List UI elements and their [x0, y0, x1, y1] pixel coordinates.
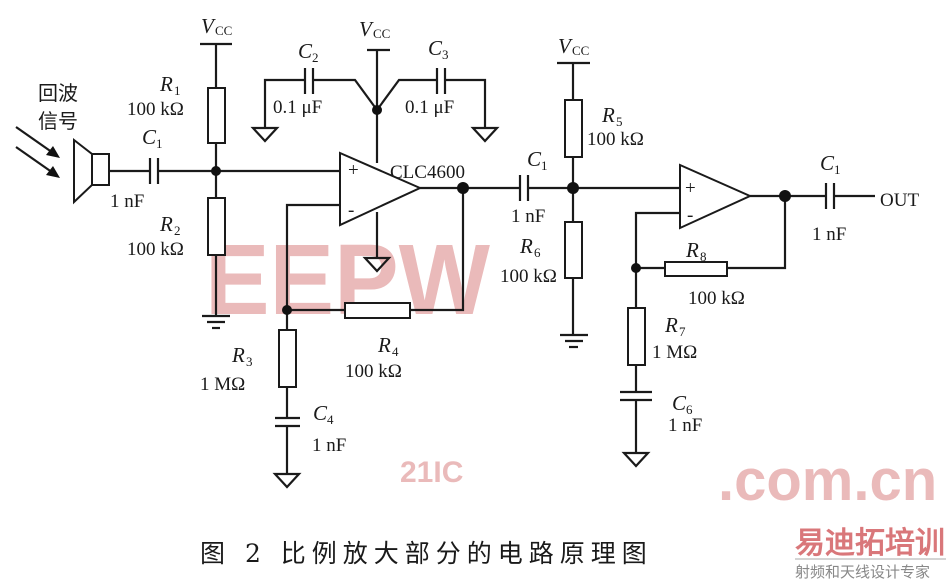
svg-text:V: V	[359, 17, 374, 41]
incoming-signal-arrows-icon	[15, 126, 60, 178]
svg-text:C: C	[298, 39, 313, 63]
svg-text:0.1 μF: 0.1 μF	[273, 97, 322, 118]
resistor-r6	[564, 221, 583, 279]
svg-text:C: C	[428, 36, 443, 60]
svg-text:CC: CC	[572, 43, 589, 58]
svg-text:6: 6	[534, 245, 541, 260]
opamp-clc4600	[339, 151, 423, 227]
svg-text:V: V	[558, 34, 573, 58]
out-label: OUT	[880, 190, 919, 211]
svg-text:4: 4	[392, 344, 399, 359]
svg-text:7: 7	[679, 324, 686, 339]
svg-text:1: 1	[541, 158, 548, 173]
echo-signal-label-1: 回波	[38, 81, 78, 105]
svg-text:100 kΩ: 100 kΩ	[688, 288, 745, 309]
svg-text:8: 8	[700, 249, 707, 264]
svg-text:1 MΩ: 1 MΩ	[200, 374, 245, 395]
svg-text:4: 4	[327, 412, 334, 427]
resistor-r3	[278, 329, 297, 388]
opamp2-plus: +	[685, 178, 696, 199]
svg-text:1 MΩ: 1 MΩ	[652, 342, 697, 363]
watermark-ic-text: 21IC	[400, 456, 463, 489]
resistor-r2	[207, 197, 226, 256]
resistor-r5	[564, 99, 583, 158]
svg-text:100 kΩ: 100 kΩ	[127, 99, 184, 120]
svg-text:100 kΩ: 100 kΩ	[500, 266, 557, 287]
wires-stage1	[109, 42, 520, 489]
resistor-r4	[344, 302, 411, 319]
svg-text:1: 1	[156, 136, 163, 151]
opamp1-plus: +	[348, 160, 359, 181]
svg-text:R: R	[664, 313, 678, 337]
brand-watermark: 易迪拓培训	[795, 526, 945, 560]
svg-text:R: R	[377, 333, 391, 357]
svg-text:5: 5	[616, 114, 623, 129]
svg-text:100 kΩ: 100 kΩ	[345, 361, 402, 382]
svg-text:R: R	[159, 212, 173, 236]
svg-text:0.1 μF: 0.1 μF	[405, 97, 454, 118]
svg-text:R: R	[685, 238, 699, 262]
svg-text:1 nF: 1 nF	[312, 435, 346, 456]
svg-text:CC: CC	[373, 26, 390, 41]
svg-text:1 nF: 1 nF	[668, 415, 702, 436]
opamp2-minus: -	[687, 205, 693, 226]
watermark-eepw-text: EEPW	[205, 224, 491, 336]
svg-text:R: R	[231, 343, 245, 367]
svg-text:R: R	[601, 103, 615, 127]
svg-text:1 nF: 1 nF	[511, 206, 545, 227]
svg-text:C: C	[313, 401, 328, 425]
opamp-2	[679, 163, 753, 230]
svg-text:C: C	[672, 391, 687, 415]
svg-text:3: 3	[442, 47, 449, 62]
svg-text:3: 3	[246, 354, 253, 369]
svg-text:1: 1	[834, 162, 841, 177]
svg-text:C: C	[142, 125, 157, 149]
opamp1-label: CLC4600	[390, 162, 465, 183]
svg-text:1 nF: 1 nF	[812, 224, 846, 245]
resistor-r1	[207, 87, 226, 144]
svg-text:2: 2	[174, 223, 181, 238]
resistor-r7	[627, 307, 646, 366]
brand-tagline: 射频和天线设计专家	[795, 563, 930, 581]
svg-text:V: V	[201, 14, 216, 38]
svg-text:C: C	[527, 147, 542, 171]
svg-text:CC: CC	[215, 23, 232, 38]
svg-text:R: R	[519, 234, 533, 258]
svg-text:R: R	[159, 72, 173, 96]
svg-text:C: C	[820, 151, 835, 175]
figure-caption: 图 2 比例放大部分的电路原理图	[200, 539, 653, 568]
svg-text:1 nF: 1 nF	[110, 191, 144, 212]
transducer-speaker-icon	[73, 137, 110, 205]
svg-text:100 kΩ: 100 kΩ	[587, 129, 644, 150]
echo-signal-label-2: 信号	[38, 109, 78, 133]
svg-text:2: 2	[312, 50, 319, 65]
resistor-r8	[664, 261, 728, 277]
opamp1-minus: -	[348, 200, 354, 221]
svg-text:1: 1	[174, 83, 181, 98]
svg-text:100 kΩ: 100 kΩ	[127, 239, 184, 260]
watermark-site-text: .com.cn	[718, 448, 937, 513]
svg-text:6: 6	[686, 402, 693, 417]
